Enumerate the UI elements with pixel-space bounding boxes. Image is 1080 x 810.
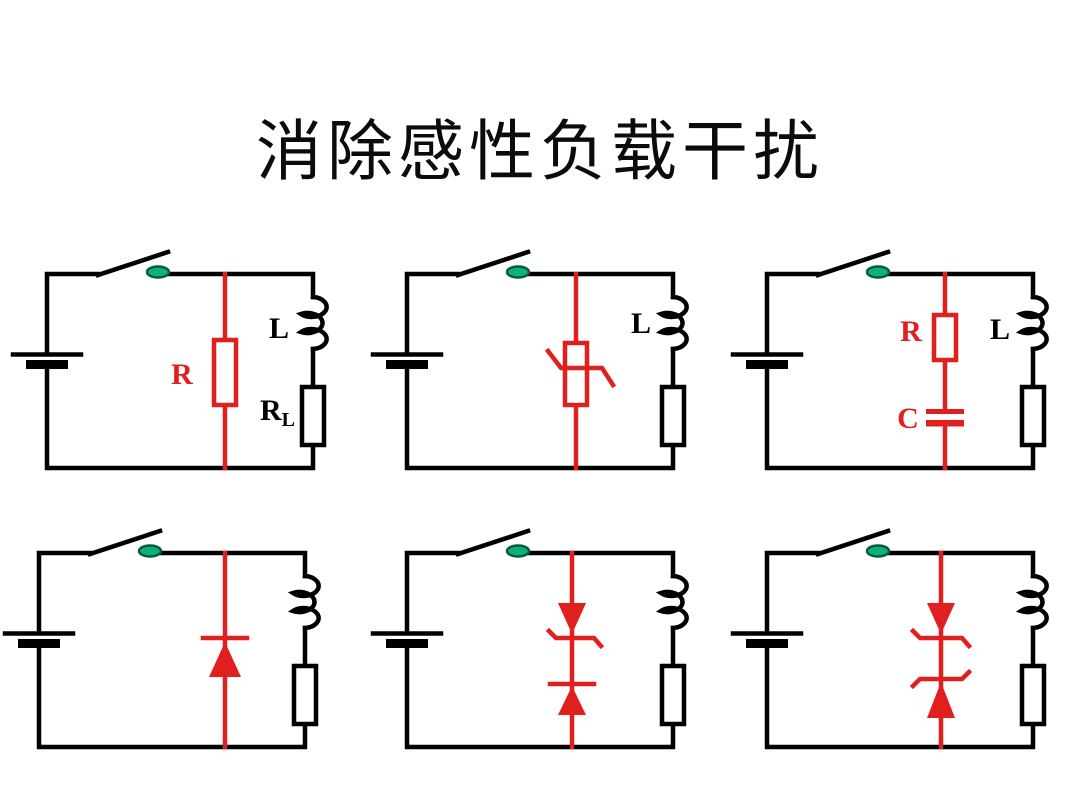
zener-bottom-triangle-icon bbox=[927, 682, 955, 718]
snubber-resistor-icon bbox=[211, 337, 239, 408]
circuit-freewheeling-diode bbox=[200, 550, 250, 750]
circuit-varistor: L bbox=[544, 271, 651, 471]
circuit-back-to-back-zener bbox=[909, 550, 973, 750]
diode-triangle-icon bbox=[558, 686, 586, 715]
label-snubber-resistor: R bbox=[900, 315, 922, 348]
label-inductor: L bbox=[990, 313, 1010, 346]
label-inductor: L bbox=[631, 307, 651, 340]
diode-triangle-icon bbox=[209, 642, 241, 677]
zener-top-triangle-icon bbox=[927, 603, 955, 634]
zener-bottom-cathode-bar-icon bbox=[909, 668, 973, 690]
varistor-body-icon bbox=[562, 340, 590, 408]
label-snubber-resistor: R bbox=[171, 358, 193, 391]
circuit-zener-diode-clamp bbox=[545, 550, 605, 750]
page-title: 消除感性负载干扰 bbox=[256, 116, 824, 189]
label-load-resistor-main: R bbox=[260, 394, 282, 427]
zener-cathode-bar-icon bbox=[545, 627, 605, 650]
label-capacitor: C bbox=[897, 402, 919, 435]
base-bottom-left bbox=[5, 531, 319, 747]
label-inductor: L bbox=[269, 312, 289, 345]
base-top-middle bbox=[373, 252, 687, 468]
label-load-resistor: RL bbox=[260, 394, 295, 431]
base-bottom-right bbox=[733, 531, 1047, 747]
base-bottom-middle bbox=[373, 531, 687, 747]
circuit-parallel-resistor: R L RL bbox=[171, 271, 295, 471]
circuit-rc-snubber: R C L bbox=[897, 271, 1010, 471]
label-load-resistor-sub: L bbox=[282, 409, 295, 431]
capacitor-top-plate-icon bbox=[926, 409, 964, 414]
zener-top-cathode-bar-icon bbox=[909, 627, 973, 650]
capacitor-bottom-plate-icon bbox=[926, 420, 964, 427]
zener-triangle-icon bbox=[558, 603, 586, 634]
base-top-left bbox=[13, 252, 327, 468]
snubber-resistor-icon bbox=[931, 312, 959, 363]
varistor-strike-icon bbox=[544, 347, 617, 389]
base-top-right bbox=[733, 252, 1047, 468]
